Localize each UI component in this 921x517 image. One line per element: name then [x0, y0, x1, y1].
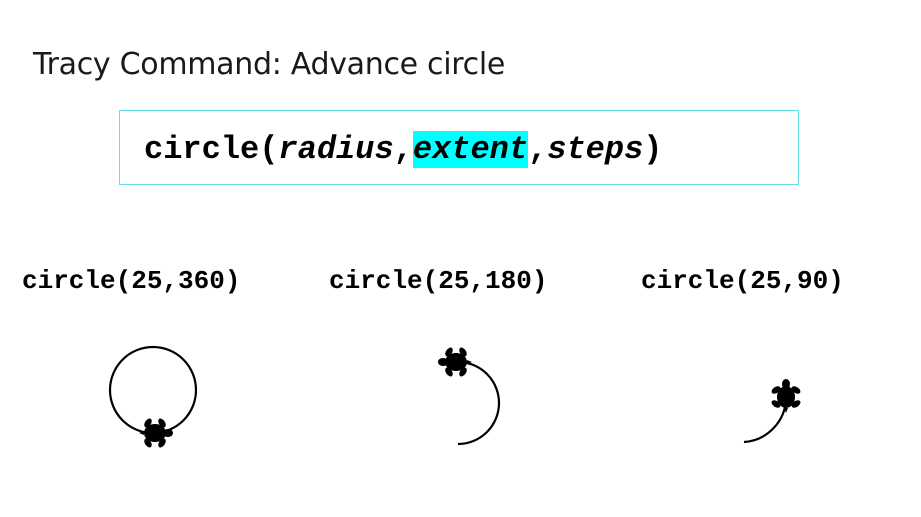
- circle-180-path: [457, 360, 501, 446]
- circle-360-drawing: [108, 345, 198, 449]
- syntax-separator: ,: [528, 131, 548, 168]
- turtle-icon: [438, 346, 472, 378]
- circle-180-drawing: [438, 346, 501, 446]
- syntax-function-name: circle: [144, 131, 260, 168]
- circle-90-drawing: [743, 379, 802, 444]
- turtle-icon: [139, 417, 173, 449]
- circle-360-path: [108, 345, 198, 435]
- syntax-line: circle(radius,extent,steps): [144, 131, 662, 169]
- syntax-separator: ,: [393, 131, 413, 168]
- syntax-param-radius: radius: [278, 131, 394, 168]
- turtle-icon: [770, 379, 802, 413]
- syntax-close-paren: ): [643, 131, 663, 168]
- syntax-open-paren: (: [259, 131, 279, 168]
- example-label-360: circle(25,360): [22, 266, 241, 296]
- syntax-param-extent-highlighted: extent: [412, 131, 529, 168]
- example-label-180: circle(25,180): [329, 266, 548, 296]
- example-label-90: circle(25,90): [641, 266, 844, 296]
- syntax-box: circle(radius,extent,steps): [119, 110, 799, 185]
- slide-title: Tracy Command: Advance circle: [33, 47, 506, 82]
- syntax-param-steps: steps: [547, 131, 644, 168]
